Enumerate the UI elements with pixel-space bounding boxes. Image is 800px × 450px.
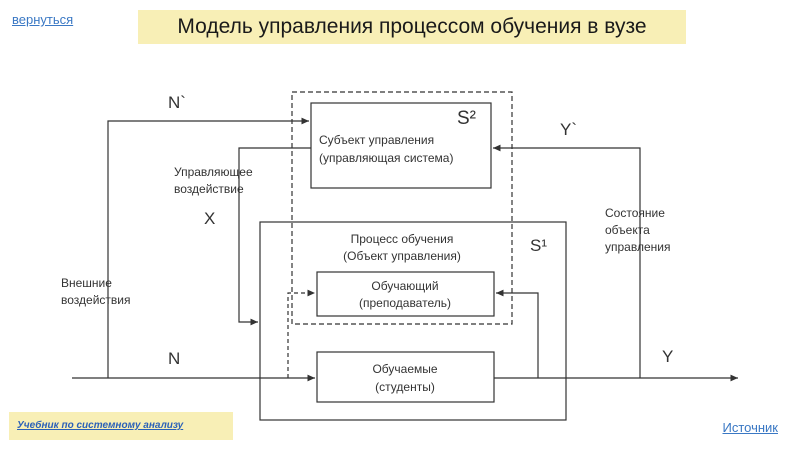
subject-subtitle: (управляющая система) (319, 151, 453, 165)
teacher-subtitle: (преподаватель) (359, 296, 451, 310)
students-subtitle: (студенты) (375, 380, 435, 394)
state-label-1: Состояние (605, 206, 665, 220)
s2-label: S² (457, 108, 476, 129)
n-prime-label: N` (168, 93, 186, 112)
state-label-3: управления (605, 240, 670, 254)
managed-object-boundary (259, 221, 567, 421)
external-label-1: Внешние (61, 276, 112, 290)
process-title: Процесс обучения (351, 232, 454, 246)
page-title: Модель управления процессом обучения в в… (138, 10, 686, 44)
external-label-2: воздействия (61, 293, 130, 307)
textbook-link[interactable]: Учебник по системному анализу (9, 412, 233, 440)
y-prime-label: Y` (560, 120, 577, 139)
dashed-input-teacher-line (287, 289, 315, 378)
subject-box (310, 102, 492, 189)
back-link[interactable]: вернуться (12, 12, 74, 27)
control-system-boundary (291, 91, 513, 325)
students-title: Обучаемые (372, 362, 437, 376)
process-subtitle: (Объект управления) (343, 249, 461, 263)
s1-label: S¹ (530, 236, 547, 255)
teacher-title: Обучающий (371, 279, 438, 293)
control-action-label-2: воздействие (174, 182, 244, 196)
control-action-line (238, 147, 311, 326)
state-label-2: объекта (605, 223, 650, 237)
students-teacher-feedback-line (496, 289, 539, 378)
source-link[interactable]: Источник (722, 420, 779, 435)
students-box (316, 351, 495, 403)
x-label: X (204, 209, 215, 228)
n-label: N (168, 349, 180, 368)
feedback-line (493, 144, 641, 378)
teacher-box (316, 271, 495, 317)
subject-title: Субъект управления (319, 133, 434, 147)
y-label: Y (662, 347, 673, 366)
external-influence-line (107, 117, 309, 378)
control-action-label-1: Управляющее (174, 165, 253, 179)
